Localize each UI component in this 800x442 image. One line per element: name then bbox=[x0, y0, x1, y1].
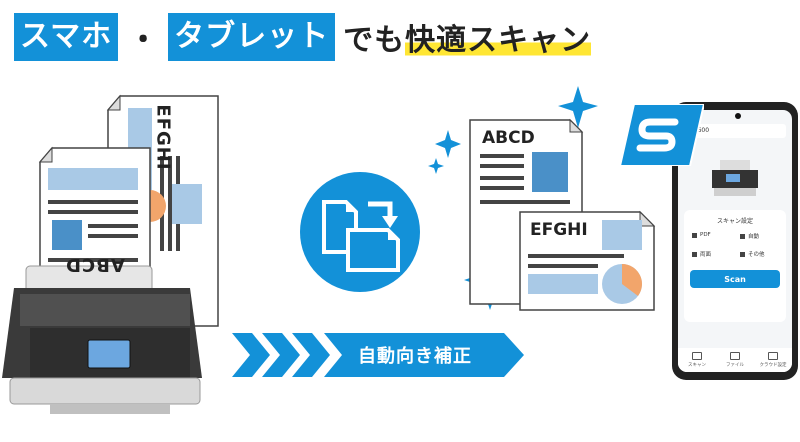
scanner-thumbnail-icon bbox=[712, 160, 758, 196]
option-sides[interactable]: 両面 bbox=[692, 250, 711, 258]
auto-rotate-icon bbox=[300, 172, 420, 292]
scan-button[interactable]: Scan bbox=[690, 270, 780, 288]
more-icon bbox=[740, 251, 745, 257]
document-front-text: ABCD bbox=[65, 253, 125, 275]
app-screen: iX1600 スキャン設定 PDF 自動 両面 その他 Scan スキャン ファ… bbox=[678, 110, 792, 372]
sparkle-icon bbox=[435, 130, 461, 158]
headline: スマホ ・ タブレット でも 快適スキャン bbox=[14, 10, 592, 64]
auto-correction-label: 自動向き補正 bbox=[358, 346, 472, 367]
headline-dot: ・ bbox=[128, 23, 159, 58]
option-format[interactable]: PDF bbox=[692, 232, 711, 238]
camera-icon bbox=[735, 113, 741, 119]
option-more[interactable]: その他 bbox=[740, 250, 765, 258]
sparkle-icon bbox=[428, 158, 444, 174]
document-right-top-text: ABCD bbox=[482, 128, 535, 148]
file-icon bbox=[692, 232, 697, 238]
headline-box-tablet: タブレット bbox=[168, 13, 336, 61]
document-right-bottom bbox=[519, 210, 656, 311]
color-icon bbox=[740, 233, 745, 239]
option-color[interactable]: 自動 bbox=[740, 232, 759, 240]
headline-plain: でも bbox=[343, 23, 406, 58]
corrected-documents bbox=[469, 118, 656, 311]
scanner-device bbox=[2, 265, 202, 414]
sparkle-icon bbox=[558, 86, 598, 128]
scan-settings-panel: スキャン設定 PDF 自動 両面 その他 Scan bbox=[684, 210, 786, 322]
bottom-nav: スキャン ファイル クラウド設定 bbox=[678, 348, 792, 372]
nav-files[interactable]: ファイル bbox=[720, 352, 750, 368]
cloud-icon bbox=[768, 352, 778, 360]
nav-scan[interactable]: スキャン bbox=[682, 352, 712, 368]
document-back-text: EFGHI bbox=[152, 103, 174, 171]
scan-icon bbox=[692, 352, 702, 360]
headline-box-smartphone: スマホ bbox=[14, 13, 119, 61]
headline-highlight: 快適スキャン bbox=[405, 15, 592, 59]
nav-cloud[interactable]: クラウド設定 bbox=[758, 352, 788, 368]
auto-correction-banner bbox=[232, 333, 524, 377]
scansnap-app-logo bbox=[620, 104, 704, 166]
folder-icon bbox=[730, 352, 740, 360]
document-right-bottom-text: EFGHI bbox=[530, 220, 588, 240]
scanner-illustration bbox=[2, 94, 219, 414]
smartphone: iX1600 スキャン設定 PDF 自動 両面 その他 Scan スキャン ファ… bbox=[672, 102, 798, 380]
page-icon bbox=[692, 251, 697, 257]
scan-settings-title: スキャン設定 bbox=[716, 218, 753, 225]
